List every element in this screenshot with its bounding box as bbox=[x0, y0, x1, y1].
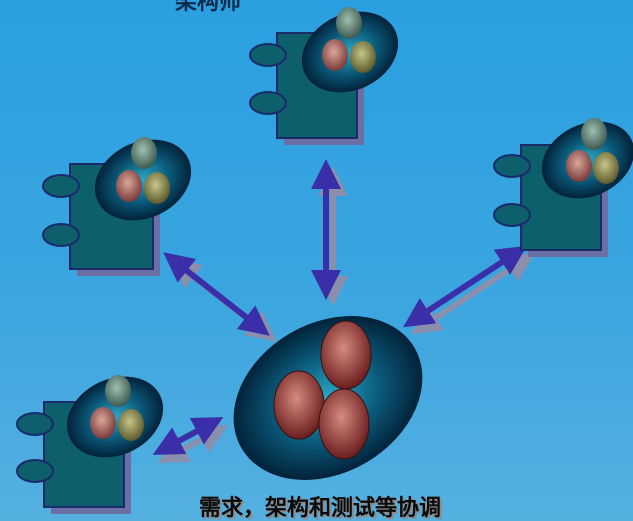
top-team bbox=[249, 7, 399, 145]
people-group-icon bbox=[541, 118, 633, 199]
bottom-left-team bbox=[16, 375, 164, 514]
central-people-icon bbox=[273, 320, 372, 460]
arrow-bottom-left-to-center bbox=[152, 417, 229, 463]
arrow-left-to-center bbox=[163, 252, 277, 342]
arrow-top-to-center bbox=[311, 159, 348, 306]
people-group-icon bbox=[301, 7, 399, 93]
people-group-icon bbox=[94, 137, 192, 221]
arrow-right-to-center bbox=[402, 245, 536, 335]
people-group-icon bbox=[66, 375, 164, 458]
right-team bbox=[493, 118, 633, 257]
left-team bbox=[42, 137, 192, 276]
caption: 需求，架构和测试等协调 bbox=[198, 496, 441, 521]
central-team bbox=[233, 316, 423, 480]
top-text-fragment: 架构师 bbox=[175, 0, 242, 15]
